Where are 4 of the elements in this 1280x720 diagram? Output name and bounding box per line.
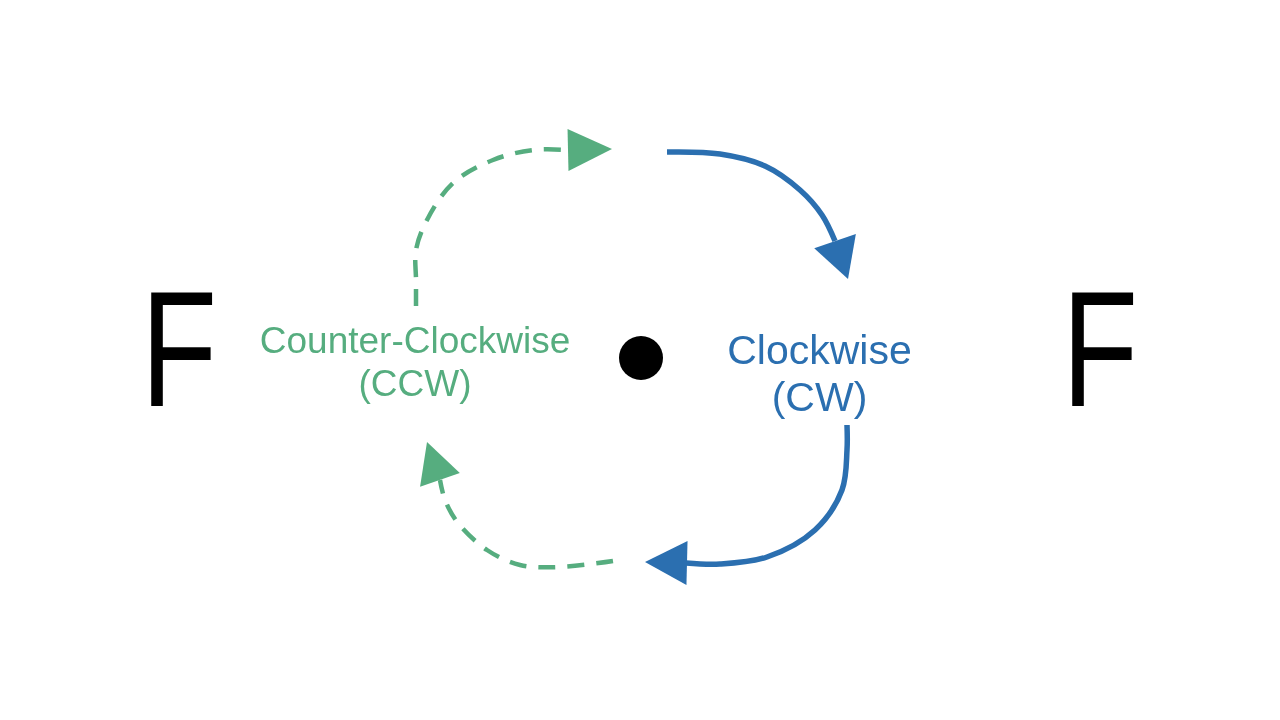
letter-label: F xyxy=(141,266,218,432)
rotation-label: Counter-Clockwise (CCW) xyxy=(258,320,572,406)
letter-label: F xyxy=(1062,266,1139,432)
rotation-label: Clockwise (CW) xyxy=(726,327,913,422)
